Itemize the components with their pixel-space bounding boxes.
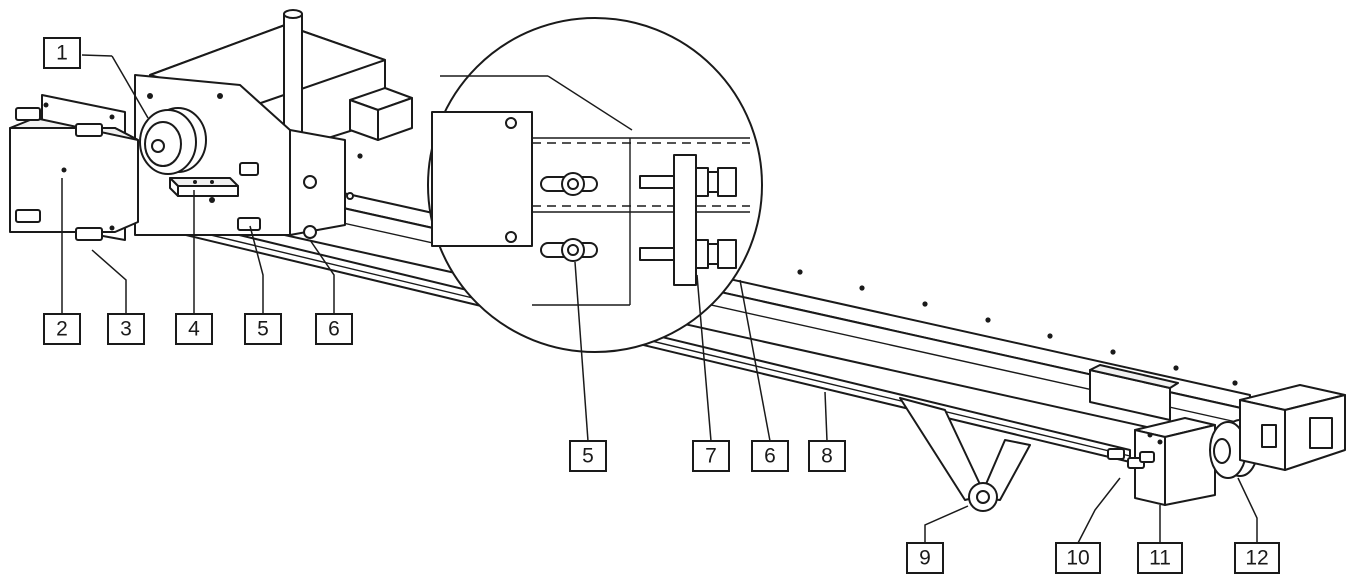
callout-9: 9 — [906, 542, 944, 574]
leader-lines — [61, 54, 1258, 544]
callout-11-text: 11 — [1149, 547, 1171, 570]
callout-5b: 5 — [569, 440, 607, 472]
left-end-plate — [9, 94, 139, 241]
callout-9-text: 9 — [919, 547, 931, 570]
slider-block — [1089, 364, 1179, 421]
end-bolts — [1107, 448, 1155, 469]
callout-4: 4 — [175, 313, 213, 345]
rail-holes — [357, 153, 1238, 386]
callout-12-text: 12 — [1245, 547, 1268, 570]
plate-bolts — [237, 162, 354, 239]
callout-6b: 6 — [751, 440, 789, 472]
callout-7: 7 — [692, 440, 730, 472]
callout-5b-text: 5 — [582, 445, 594, 468]
arm-assembly — [899, 397, 1031, 512]
slotted-bolts — [540, 172, 598, 262]
clamp — [169, 177, 239, 197]
end-plate-bolts — [15, 107, 103, 241]
callout-1: 1 — [43, 37, 81, 69]
callout-6a-text: 6 — [328, 318, 340, 341]
tension-bracket — [639, 154, 737, 286]
callout-1-text: 1 — [56, 42, 68, 65]
callout-2-text: 2 — [56, 318, 68, 341]
callout-8: 8 — [808, 440, 846, 472]
callout-10-text: 10 — [1066, 547, 1089, 570]
callout-6a: 6 — [315, 313, 353, 345]
callout-5a: 5 — [244, 313, 282, 345]
end-bracket — [1239, 384, 1346, 471]
end-block — [1107, 417, 1216, 506]
drive-unit — [134, 9, 413, 239]
drive-wheel — [139, 107, 207, 175]
callout-2: 2 — [43, 313, 81, 345]
callout-10: 10 — [1055, 542, 1101, 574]
callout-4-text: 4 — [188, 318, 200, 341]
callout-11: 11 — [1137, 542, 1183, 574]
callout-3: 3 — [107, 313, 145, 345]
callout-6b-text: 6 — [764, 445, 776, 468]
callout-5a-text: 5 — [257, 318, 269, 341]
detail-magnifier — [427, 17, 763, 353]
callout-12: 12 — [1234, 542, 1280, 574]
callout-3-text: 3 — [120, 318, 132, 341]
callout-7-text: 7 — [705, 445, 717, 468]
callout-8-text: 8 — [821, 445, 833, 468]
